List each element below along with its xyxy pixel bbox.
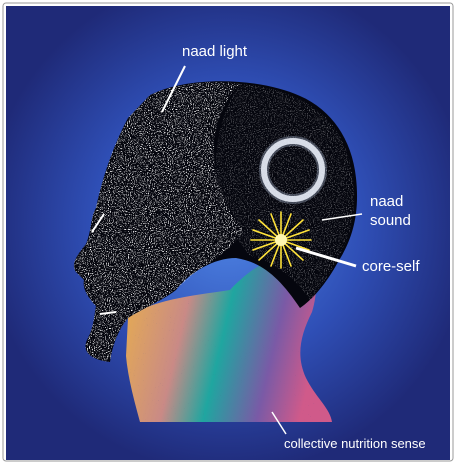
naad-light-label: naad light (182, 43, 248, 60)
collective-nutrition-label: collective nutrition sense (284, 436, 426, 451)
naad-sound-leader (321, 213, 363, 221)
collective-leader (271, 411, 287, 435)
naad-light-ring (259, 136, 327, 204)
head-silhouette (73, 81, 358, 363)
naad-sound-label-line2: sound (370, 212, 411, 229)
core-self-label: core-self (362, 258, 420, 275)
neck-region (126, 248, 332, 422)
naad-sound-label-line1: naad (370, 193, 403, 210)
core-self-star (250, 211, 312, 269)
naad-light-leader (161, 65, 186, 113)
forehead-highlight (91, 213, 105, 233)
mouth-highlight (99, 311, 117, 315)
core-self-leader (295, 246, 357, 268)
